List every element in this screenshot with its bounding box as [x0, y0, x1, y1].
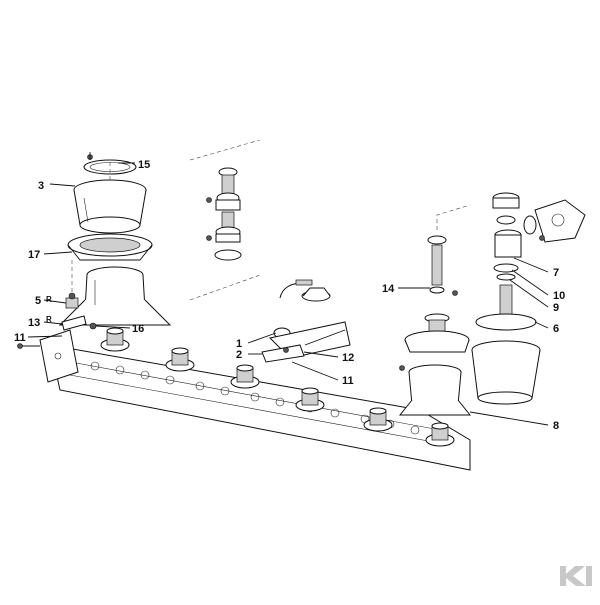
callout-12: 12 — [342, 352, 354, 364]
callout-17: 17 — [28, 249, 40, 261]
callout-8: 8 — [553, 420, 559, 432]
callout-9: 9 — [553, 302, 559, 314]
callout-16: 16 — [132, 323, 144, 335]
callout-2: 2 — [236, 349, 242, 361]
kramp-logo — [560, 566, 592, 586]
disc-hubs — [100, 327, 455, 447]
callout-11-left: 11 — [14, 332, 26, 344]
r-mark-1: R — [46, 295, 52, 304]
callout-labels: 15 3 17 5 R 13 R 11 16 1 2 12 11 14 7 10… — [14, 159, 565, 432]
callout-14: 14 — [382, 283, 395, 295]
left-drum-assembly — [58, 152, 172, 331]
center-bracket-assembly — [261, 279, 351, 363]
leader-lines — [27, 162, 549, 426]
right-drum-assembly — [398, 192, 586, 416]
drive-coupling-column — [189, 139, 261, 301]
r-mark-2: R — [46, 315, 52, 324]
callout-1: 1 — [236, 338, 242, 350]
callout-13: 13 — [28, 317, 40, 329]
callout-7: 7 — [553, 267, 559, 279]
callout-3: 3 — [38, 180, 44, 192]
callout-6: 6 — [553, 323, 559, 335]
callout-11-center: 11 — [342, 375, 354, 387]
callout-15: 15 — [138, 159, 150, 171]
callout-10: 10 — [553, 290, 565, 302]
cutter-bar — [17, 329, 471, 471]
callout-5: 5 — [35, 295, 41, 307]
